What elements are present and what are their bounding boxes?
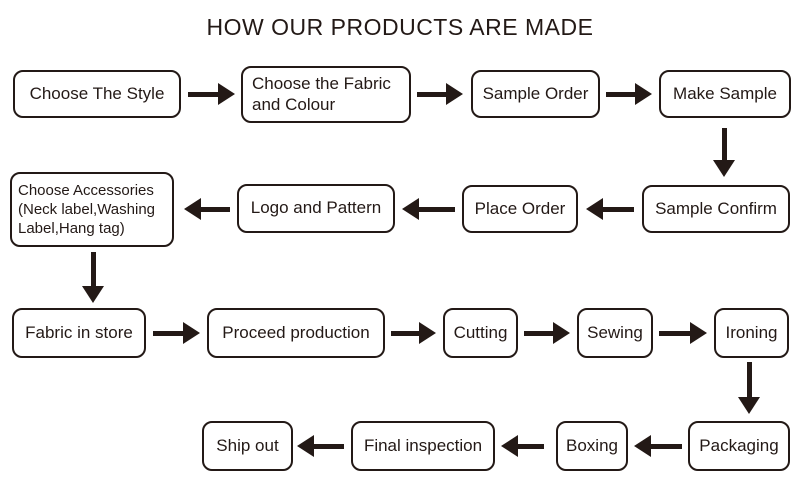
arrow-right-icon	[391, 322, 436, 344]
arrow-left-icon	[297, 435, 344, 457]
node-choose-the-style: Choose The Style	[13, 70, 181, 118]
page-title: HOW OUR PRODUCTS ARE MADE	[206, 14, 594, 40]
arrow-left-icon	[586, 198, 634, 220]
arrow-left-icon	[634, 435, 682, 457]
arrow-right-icon	[659, 322, 707, 344]
node-ironing: Ironing	[714, 308, 789, 358]
arrow-right-icon	[606, 83, 652, 105]
node-choose-accessories: Choose Accessories (Neck label,Washing L…	[10, 172, 174, 247]
arrow-left-icon	[184, 198, 230, 220]
node-sample-order: Sample Order	[471, 70, 600, 118]
node-fabric-in-store: Fabric in store	[12, 308, 146, 358]
node-logo-and-pattern: Logo and Pattern	[237, 184, 395, 233]
node-ship-out: Ship out	[202, 421, 293, 471]
node-place-order: Place Order	[462, 185, 578, 233]
arrow-left-icon	[402, 198, 455, 220]
node-cutting: Cutting	[443, 308, 518, 358]
arrow-down-icon	[713, 128, 735, 177]
node-choose-fabric-and-colour: Choose the Fabric and Colour	[241, 66, 411, 123]
node-sample-confirm: Sample Confirm	[642, 185, 790, 233]
arrow-left-icon	[501, 435, 544, 457]
node-final-inspection: Final inspection	[351, 421, 495, 471]
node-boxing: Boxing	[556, 421, 628, 471]
arrow-right-icon	[417, 83, 463, 105]
arrow-right-icon	[524, 322, 570, 344]
node-make-sample: Make Sample	[659, 70, 791, 118]
node-proceed-production: Proceed production	[207, 308, 385, 358]
arrow-right-icon	[188, 83, 235, 105]
arrow-right-icon	[153, 322, 200, 344]
node-sewing: Sewing	[577, 308, 653, 358]
node-packaging: Packaging	[688, 421, 790, 471]
arrow-down-icon	[738, 362, 760, 414]
arrow-down-icon	[82, 252, 104, 303]
